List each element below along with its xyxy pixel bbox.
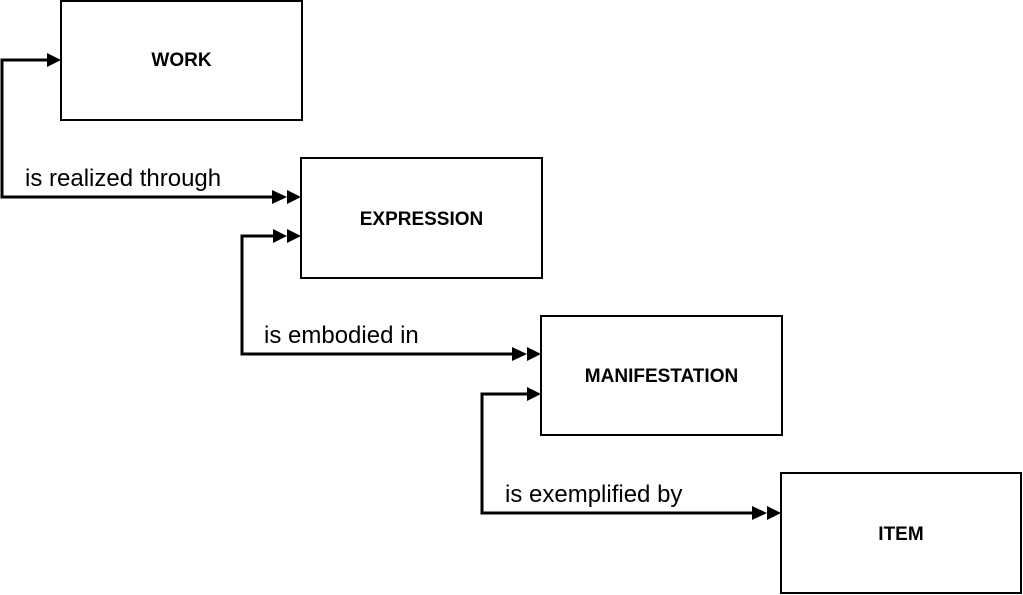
arrow-to-work-icon — [47, 53, 61, 67]
double-arrow-to-expression-back-icon-2 — [287, 229, 301, 243]
expression-entity: EXPRESSION — [300, 157, 543, 279]
double-arrow-to-expression-icon-2 — [287, 190, 301, 204]
work-expression-connector — [0, 58, 272, 199]
work-expression-relationship: is realized through — [0, 53, 301, 204]
double-arrow-to-expression-icon — [272, 190, 287, 204]
manifestation-item-connector — [480, 392, 752, 515]
item-label: ITEM — [878, 524, 923, 545]
item-box — [780, 472, 1022, 594]
manifestation-entity: MANIFESTATION — [540, 315, 783, 436]
is-exemplified-by-label: is exemplified by — [505, 481, 682, 508]
expression-manifestation-connector — [240, 234, 512, 356]
manifestation-label: MANIFESTATION — [585, 366, 738, 387]
expression-box — [300, 157, 543, 279]
double-arrow-to-expression-back-icon — [273, 229, 287, 243]
expression-label: EXPRESSION — [360, 209, 484, 230]
is-realized-through-label: is realized through — [25, 165, 221, 192]
double-arrow-to-item-icon — [752, 506, 767, 520]
manifestation-item-relationship: is exemplified by — [480, 387, 781, 520]
work-entity: WORK — [60, 0, 303, 121]
double-arrow-to-item-icon-2 — [767, 506, 781, 520]
is-embodied-in-label: is embodied in — [264, 322, 419, 349]
manifestation-box — [540, 315, 783, 436]
arrow-to-manifestation-icon — [527, 387, 541, 401]
work-box — [60, 0, 303, 121]
expression-manifestation-relationship: is embodied in — [240, 229, 541, 361]
work-label: WORK — [151, 50, 211, 71]
double-arrow-to-manifestation-icon-2 — [527, 347, 541, 361]
item-entity: ITEM — [780, 472, 1022, 594]
double-arrow-to-manifestation-icon — [512, 347, 527, 361]
